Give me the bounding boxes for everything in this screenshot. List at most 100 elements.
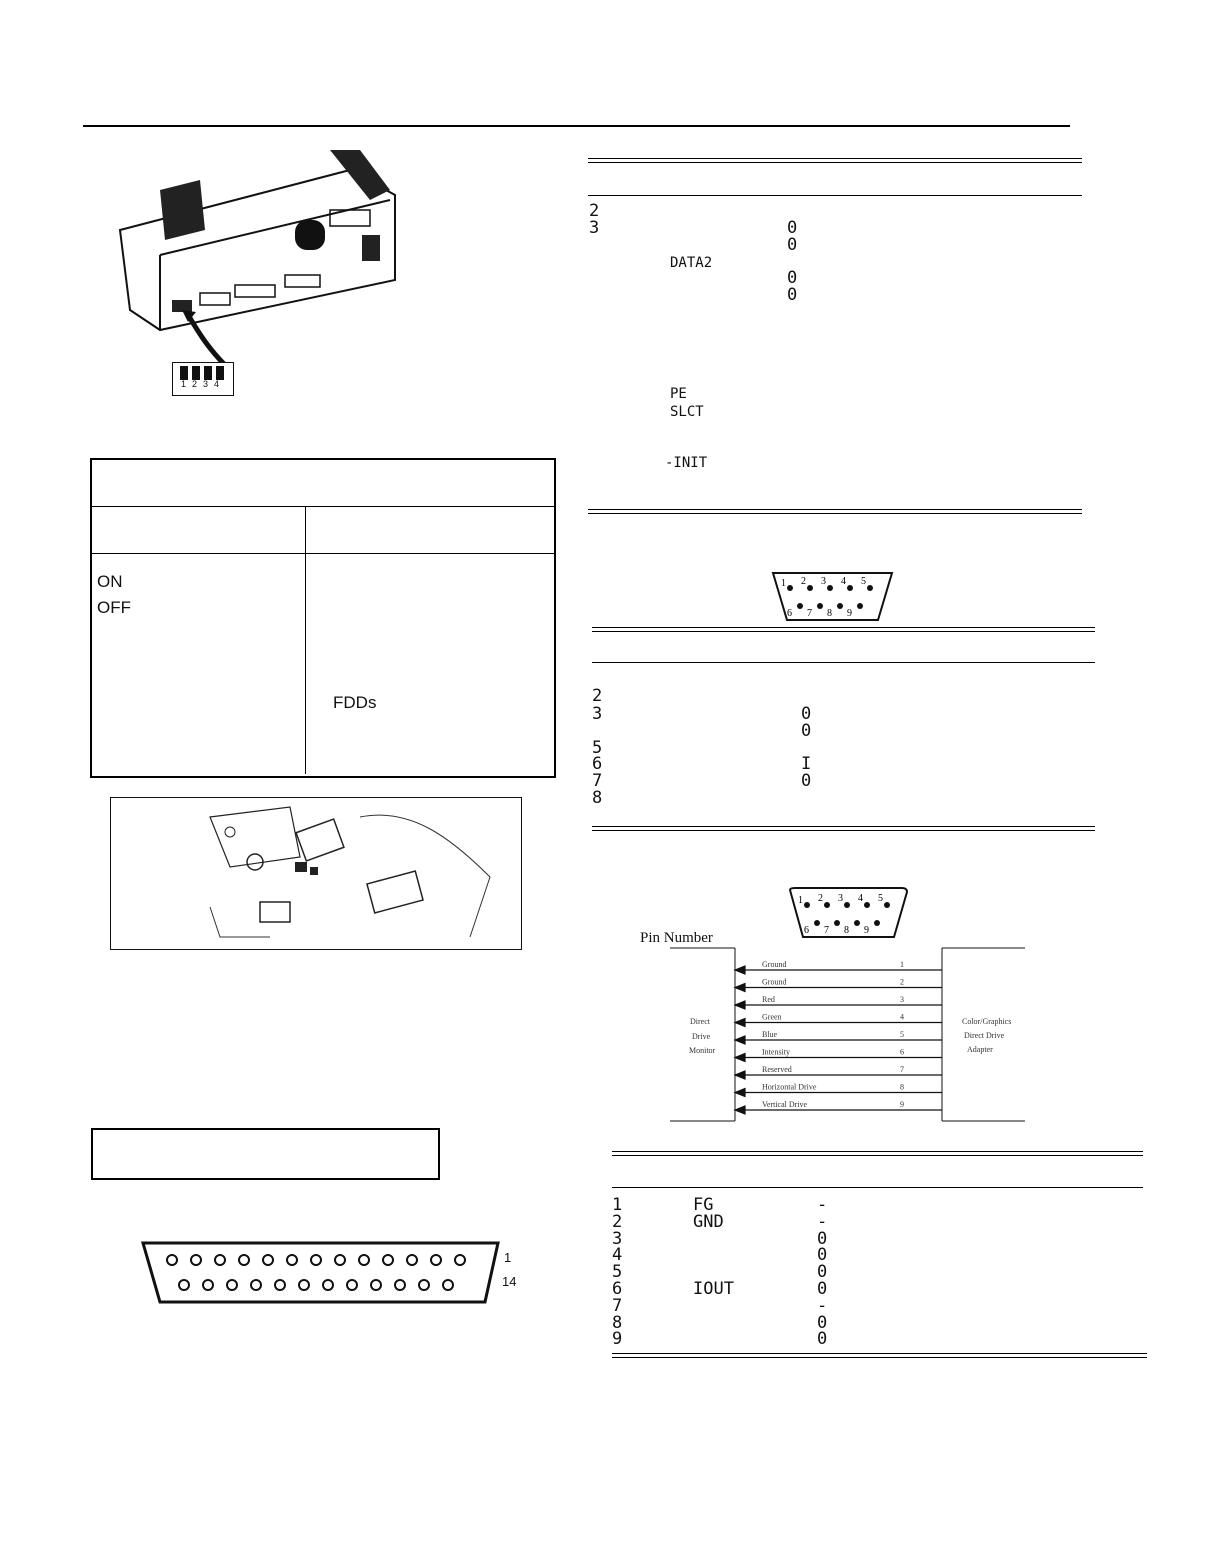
wire-signal-label: Vertical Drive: [762, 1100, 808, 1109]
video-table-pin: 7: [612, 1295, 623, 1316]
video-table-pin: 3: [612, 1228, 623, 1249]
video-bottom-pin-6: 6: [804, 925, 809, 936]
serial-bottom-rule-1: [592, 826, 1095, 827]
parallel-dir-4: 0: [787, 285, 798, 305]
video-table-dir: 0: [817, 1262, 828, 1283]
wire-signal-label: Intensity: [762, 1048, 790, 1057]
db25-connector: [141, 1241, 500, 1304]
serial-pin-2: 2: [592, 686, 603, 706]
right-device-line-3: Adapter: [967, 1045, 993, 1054]
wire-pin-label: 6: [900, 1048, 904, 1057]
video-table-dir: 0: [817, 1329, 828, 1350]
wire-arrow-1: [733, 965, 746, 975]
parallel-bottom-rule-2: [588, 513, 1082, 514]
dip-switch-labels: 1234: [181, 379, 225, 389]
wire-signal-label: Ground: [762, 978, 786, 987]
switch-table-rule-1: [90, 506, 554, 507]
wire-arrow-5: [733, 1035, 746, 1045]
parallel-top-rule-2: [588, 162, 1082, 163]
video-top-pin-3: 3: [838, 893, 843, 904]
wire-signal-label: Horizontal Drive: [762, 1083, 817, 1092]
wire-pin-label: 9: [900, 1100, 904, 1109]
parallel-bottom-rule-1: [588, 509, 1082, 510]
video-top-pin-2: 2: [818, 893, 823, 904]
circuit-board-photo: [110, 797, 522, 950]
video-table-pin: 9: [612, 1329, 623, 1350]
parallel-signal-pe: PE: [670, 386, 687, 402]
serial-bottom-rule-2: [592, 830, 1095, 831]
parallel-dir-3: 0: [787, 268, 798, 288]
video-bottom-pin-9: 9: [864, 925, 869, 936]
video-table-dir: 0: [817, 1312, 828, 1333]
video-de9-connector: 1 2 3 4 5 6 7 8 9: [788, 887, 909, 938]
left-device-line-2: Drive: [692, 1032, 711, 1041]
switch-row-off: OFF: [97, 598, 131, 617]
serial-de9-connector: 1 2 3 4 5 6 7 8 9: [771, 572, 894, 621]
wire-pin-label: 8: [900, 1083, 904, 1092]
serial-bottom-pin-9: 9: [847, 608, 852, 619]
wire-signal-label: Green: [762, 1013, 782, 1022]
serial-dir-1: 0: [801, 704, 812, 724]
dip-label-2: 2: [192, 379, 204, 389]
switch-note-fdds: FDDs: [333, 693, 377, 712]
serial-bottom-pin-7: 7: [807, 608, 812, 619]
wire-pin-label: 2: [900, 978, 904, 987]
wire-signal-label: Ground: [762, 960, 786, 969]
serial-pin-3: 3: [592, 704, 603, 724]
switch-table-col-divider: [305, 507, 306, 774]
dip-label-4: 4: [214, 379, 226, 389]
dip-label-3: 3: [203, 379, 215, 389]
video-table-dir: -: [817, 1195, 828, 1215]
left-device-line-3: Monitor: [689, 1046, 716, 1055]
parallel-top-rule-1: [588, 158, 1082, 159]
video-table-dir: 0: [817, 1228, 828, 1249]
parallel-pin-2: 2: [589, 201, 600, 221]
wire-arrow-4: [733, 1017, 746, 1028]
video-bottom-pin-8: 8: [844, 925, 849, 936]
serial-pin-8: 8: [592, 788, 603, 808]
video-table-pin: 6: [612, 1279, 623, 1299]
parallel-signal-init: -INIT: [665, 455, 708, 471]
wire-arrow-3: [733, 1000, 746, 1010]
wire-pin-label: 7: [900, 1065, 904, 1074]
video-table-dir: 0: [817, 1245, 828, 1266]
dip-label-1: 1: [181, 379, 193, 389]
top-rule: [83, 125, 1070, 127]
video-table-pin: 5: [612, 1262, 623, 1283]
wire-signal-label: Blue: [762, 1030, 778, 1039]
parallel-signal-slct: SLCT: [670, 404, 704, 420]
serial-dir-2: 0: [801, 721, 812, 741]
serial-bottom-pin-6: 6: [787, 608, 792, 619]
video-top-pin-4: 4: [858, 893, 863, 904]
video-table-dir: 0: [817, 1279, 828, 1299]
serial-top-pin-4: 4: [841, 576, 846, 587]
dip-switch-inset: [172, 362, 234, 396]
serial-pin-5: 5: [592, 738, 603, 758]
pin-number-label: Pin Number: [640, 930, 713, 946]
db25-label-1: 1: [504, 1250, 512, 1265]
video-bottom-rule-1: [612, 1353, 1147, 1354]
serial-top-pin-5: 5: [861, 576, 866, 587]
parallel-pin-3: 3: [589, 218, 600, 238]
video-table-signal: IOUT: [693, 1279, 734, 1299]
video-table-pin: 2: [612, 1211, 623, 1232]
serial-top-rule-2: [592, 631, 1095, 632]
serial-bottom-pin-8: 8: [827, 608, 832, 619]
wire-arrow-7: [733, 1070, 746, 1080]
video-top-rule-2: [612, 1155, 1143, 1156]
caption-box: [91, 1128, 440, 1180]
wire-pin-label: 5: [900, 1030, 904, 1039]
wire-pin-label: 4: [900, 1013, 904, 1022]
switch-row-on: ON: [97, 572, 123, 591]
wire-signal-label: Reserved: [762, 1065, 792, 1074]
parallel-dir-2: 0: [787, 235, 798, 255]
computer-rear-illustration: [118, 150, 396, 367]
wire-arrow-2: [733, 982, 746, 993]
video-top-pin-1: 1: [798, 895, 803, 906]
wire-signal-label: Red: [762, 995, 775, 1004]
wire-arrow-9: [733, 1105, 746, 1115]
parallel-signal-data2: DATA2: [670, 255, 713, 271]
wire-arrow-8: [733, 1087, 746, 1098]
right-device-line-1: Color/Graphics: [962, 1017, 1011, 1026]
